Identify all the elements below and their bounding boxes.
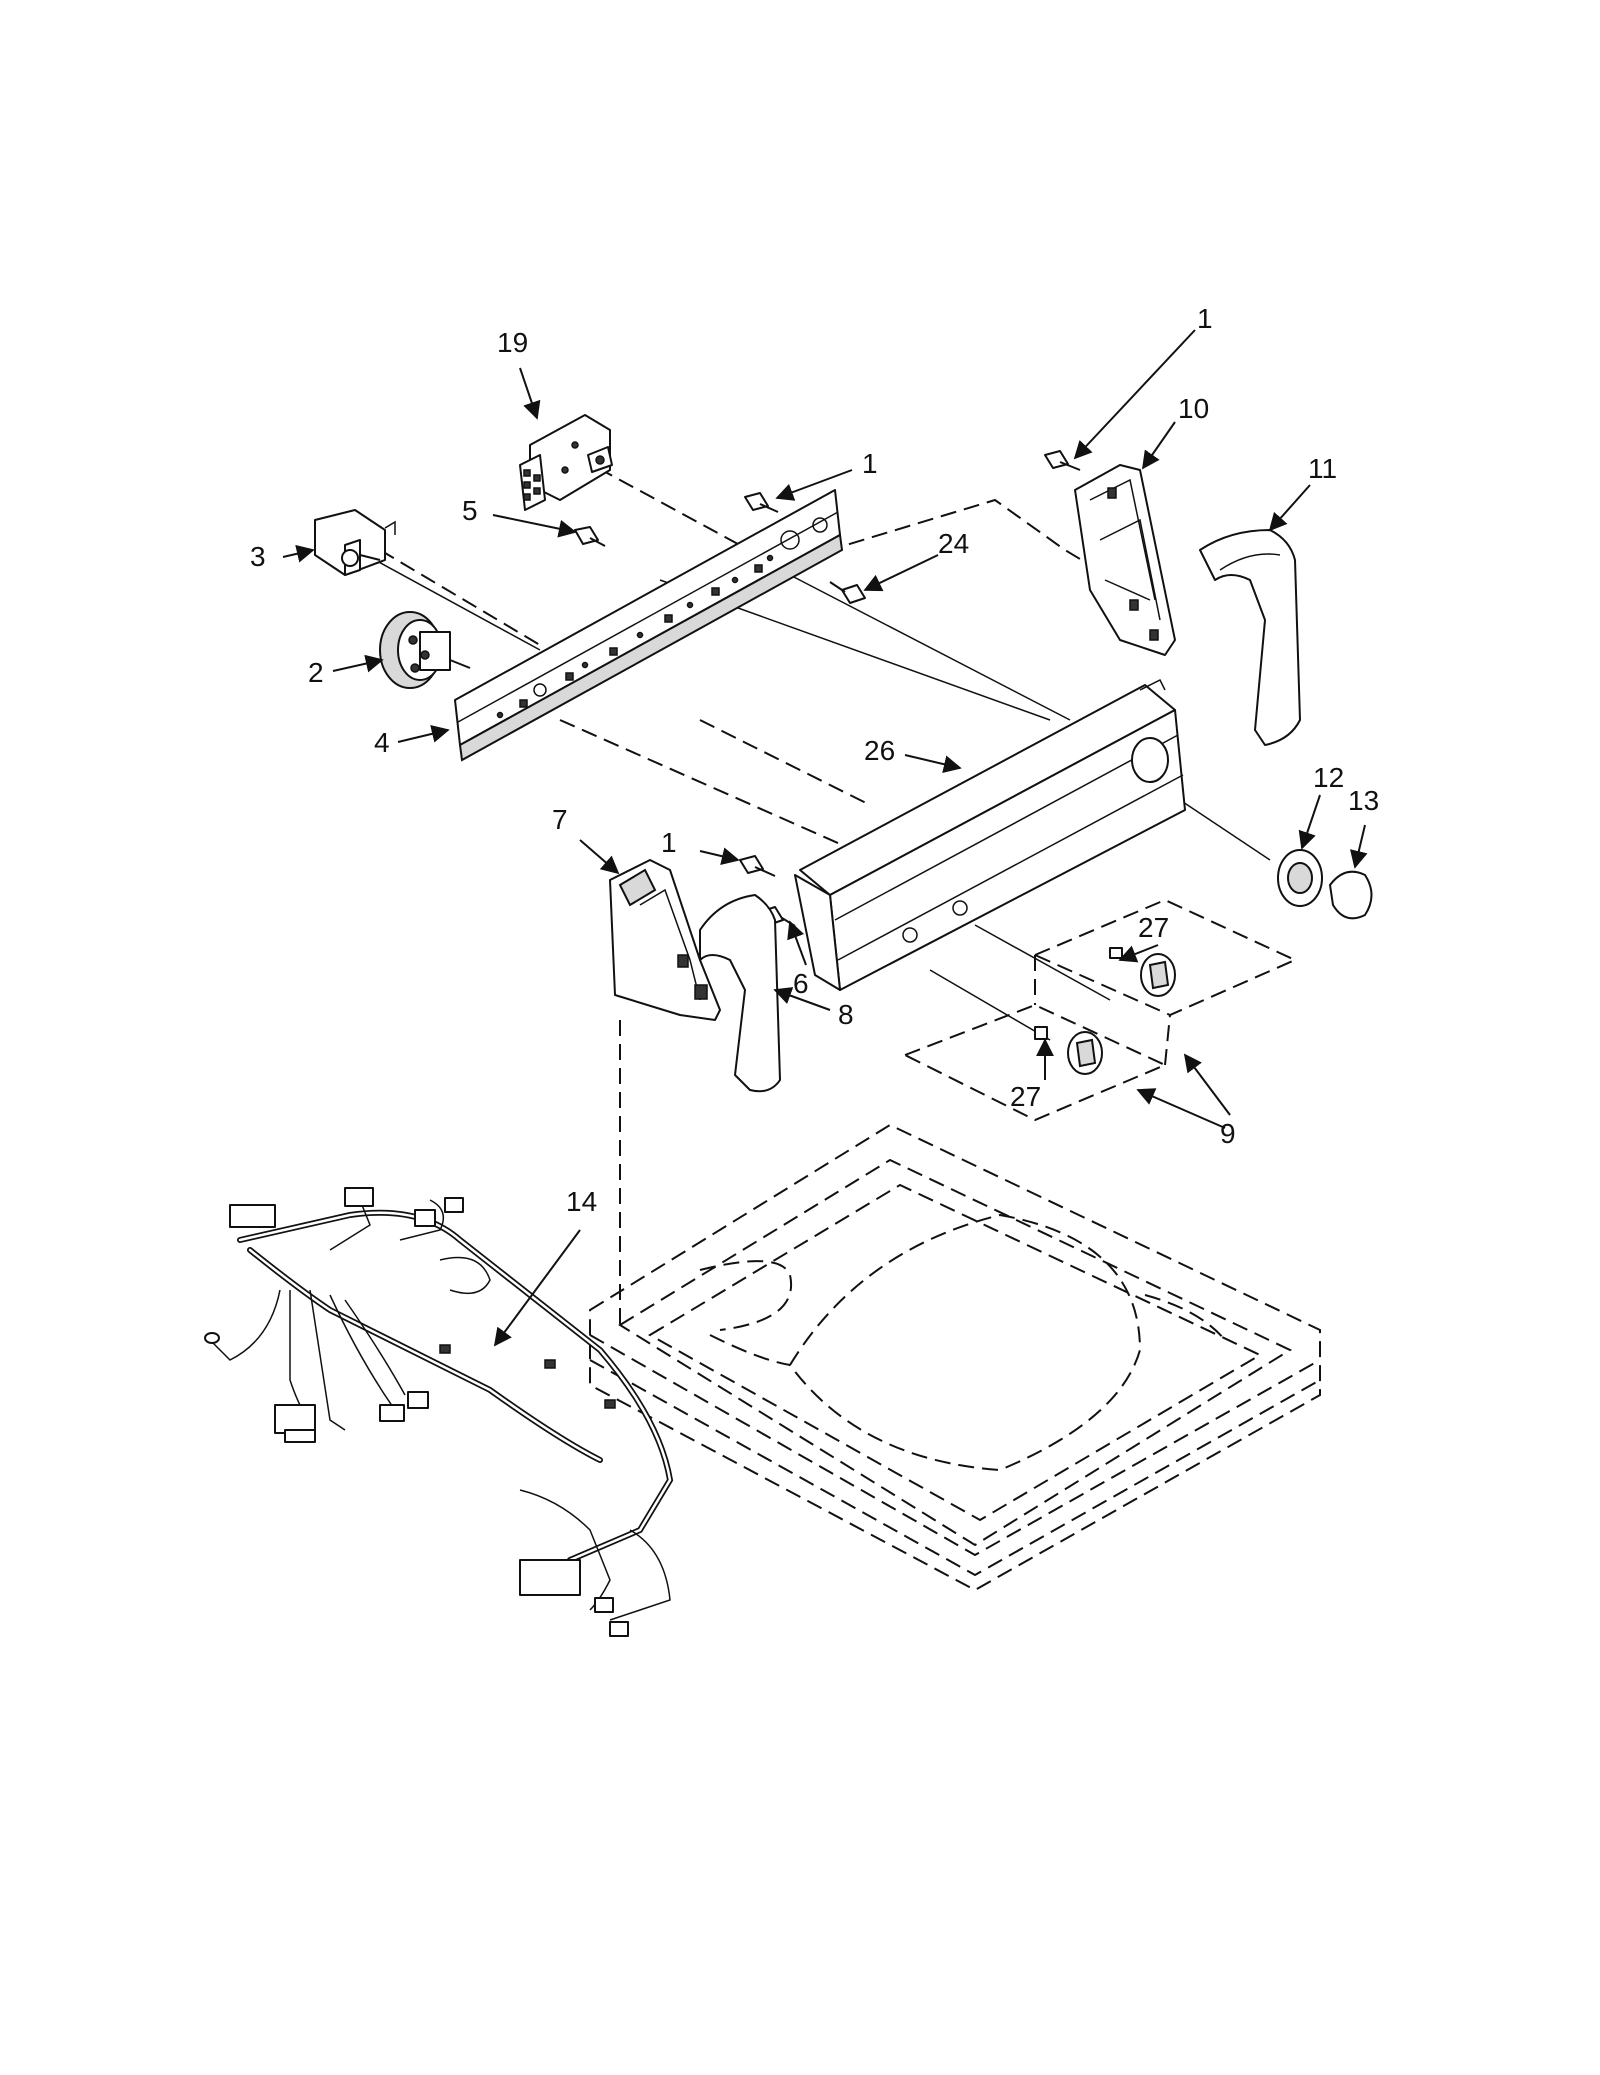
leader-2 bbox=[332, 654, 384, 673]
callout-9: 9 bbox=[1220, 1118, 1236, 1149]
leader-10 bbox=[1141, 421, 1176, 470]
console-26 bbox=[794, 678, 1186, 991]
end-cap-10 bbox=[1074, 464, 1176, 656]
leader-arrows bbox=[282, 329, 1368, 1347]
callout-1-top-right: 1 bbox=[1197, 303, 1213, 334]
callout-27-upper: 27 bbox=[1138, 912, 1169, 943]
switch-3 bbox=[314, 509, 396, 576]
callout-5: 5 bbox=[462, 495, 478, 526]
callout-12: 12 bbox=[1313, 762, 1344, 793]
callout-4: 4 bbox=[374, 727, 390, 758]
callout-10: 10 bbox=[1178, 393, 1209, 424]
screw-1-top-right bbox=[1044, 450, 1081, 471]
callout-27-lower: 27 bbox=[1010, 1081, 1041, 1112]
end-cap-7 bbox=[609, 859, 721, 1021]
callout-1-mid: 1 bbox=[862, 448, 878, 479]
leader-4 bbox=[397, 725, 450, 743]
leader-5 bbox=[492, 514, 577, 538]
callout-26: 26 bbox=[864, 735, 895, 766]
leader-1-mid bbox=[775, 469, 853, 501]
callout-11: 11 bbox=[1308, 453, 1337, 484]
leader-1-top-right bbox=[1073, 329, 1196, 460]
washer-top-phantom bbox=[589, 1123, 1321, 1592]
leader-12 bbox=[1298, 794, 1321, 850]
leader-14 bbox=[493, 1229, 581, 1347]
callout-8: 8 bbox=[838, 999, 854, 1030]
callout-6: 6 bbox=[793, 968, 809, 999]
leader-1-lower bbox=[699, 847, 740, 866]
knob-27-upper bbox=[1109, 947, 1176, 997]
callout-labels: 19 1 10 11 1 5 24 3 2 4 26 12 13 7 1 27 … bbox=[250, 303, 1379, 1217]
wiring-harness-14 bbox=[204, 1187, 674, 1637]
leader-24 bbox=[863, 554, 939, 592]
alignment-lines bbox=[374, 467, 1271, 1330]
callout-7: 7 bbox=[552, 804, 568, 835]
callout-24: 24 bbox=[938, 528, 969, 559]
leader-11 bbox=[1268, 484, 1311, 532]
leader-6 bbox=[787, 920, 807, 966]
leader-8 bbox=[773, 987, 831, 1011]
callout-19: 19 bbox=[497, 327, 528, 358]
leader-13 bbox=[1349, 824, 1368, 869]
knob-skirt-12 bbox=[1277, 849, 1323, 907]
callout-2: 2 bbox=[308, 657, 324, 688]
leader-7 bbox=[579, 839, 620, 875]
knob-27-lower bbox=[1034, 1026, 1103, 1075]
leader-9-b bbox=[1136, 1088, 1226, 1129]
callout-13: 13 bbox=[1348, 785, 1379, 816]
end-trim-8 bbox=[699, 894, 781, 1093]
callout-3: 3 bbox=[250, 541, 266, 572]
screw-1-mid bbox=[744, 492, 779, 513]
leader-9-a bbox=[1183, 1053, 1231, 1116]
electronic-control-19 bbox=[519, 414, 613, 511]
leader-26 bbox=[904, 754, 962, 774]
end-trim-11 bbox=[1199, 529, 1301, 746]
screw-5 bbox=[574, 526, 606, 547]
leader-27-upper bbox=[1118, 944, 1159, 963]
callout-14: 14 bbox=[566, 1186, 597, 1217]
knob-13 bbox=[1329, 870, 1373, 920]
screw-24 bbox=[829, 581, 866, 604]
callout-1-lower: 1 bbox=[661, 827, 677, 858]
leader-3 bbox=[282, 544, 315, 563]
timer-2 bbox=[379, 611, 471, 689]
control-panel-bracket-4 bbox=[454, 489, 844, 762]
screw-1-lower bbox=[739, 855, 776, 877]
leader-19 bbox=[519, 367, 541, 420]
knob-kit-phantom-box bbox=[902, 898, 1298, 1122]
